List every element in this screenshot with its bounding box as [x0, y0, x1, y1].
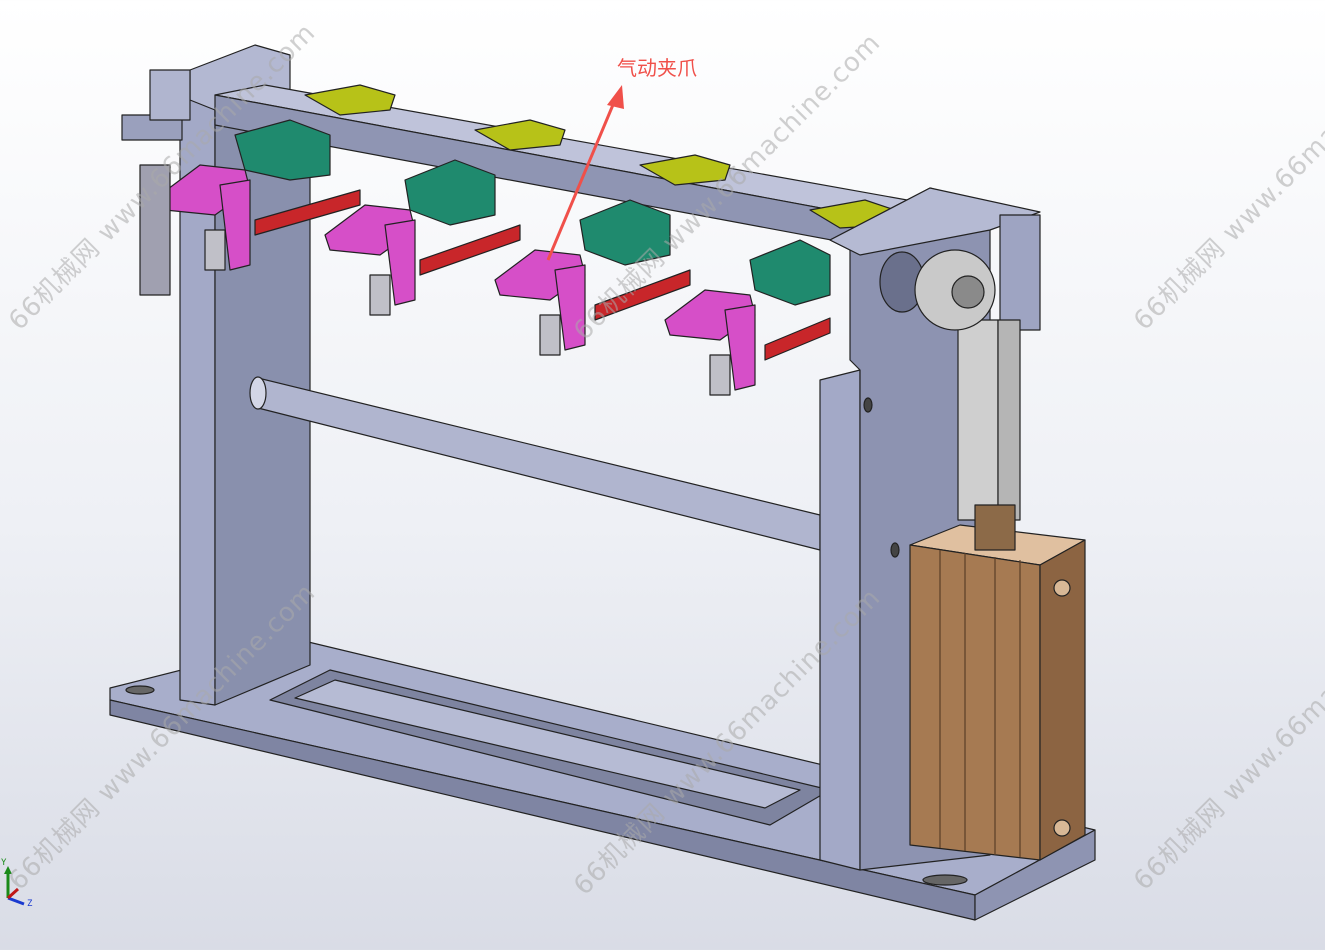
gripper-4	[664, 289, 756, 396]
gripper-callout-label: 气动夹爪	[617, 56, 697, 80]
callout-arrowhead	[607, 85, 624, 109]
yellow-brackets	[304, 84, 896, 229]
triad-z-label: Z	[27, 899, 33, 909]
mount-blocks	[234, 119, 831, 306]
piston-rods	[254, 189, 831, 361]
cross-rod	[249, 376, 821, 551]
pneumatic-grippers	[159, 164, 756, 396]
gripper-1	[159, 164, 251, 271]
gripper-3	[494, 249, 586, 356]
gripper-2	[324, 204, 416, 316]
axis-triad-icon	[4, 866, 25, 906]
left-sensor	[121, 69, 191, 296]
rack-gear	[914, 249, 1021, 521]
callout-arrow	[546, 99, 617, 261]
triad-y-label: Y	[1, 858, 7, 868]
air-cylinder	[909, 504, 1086, 861]
